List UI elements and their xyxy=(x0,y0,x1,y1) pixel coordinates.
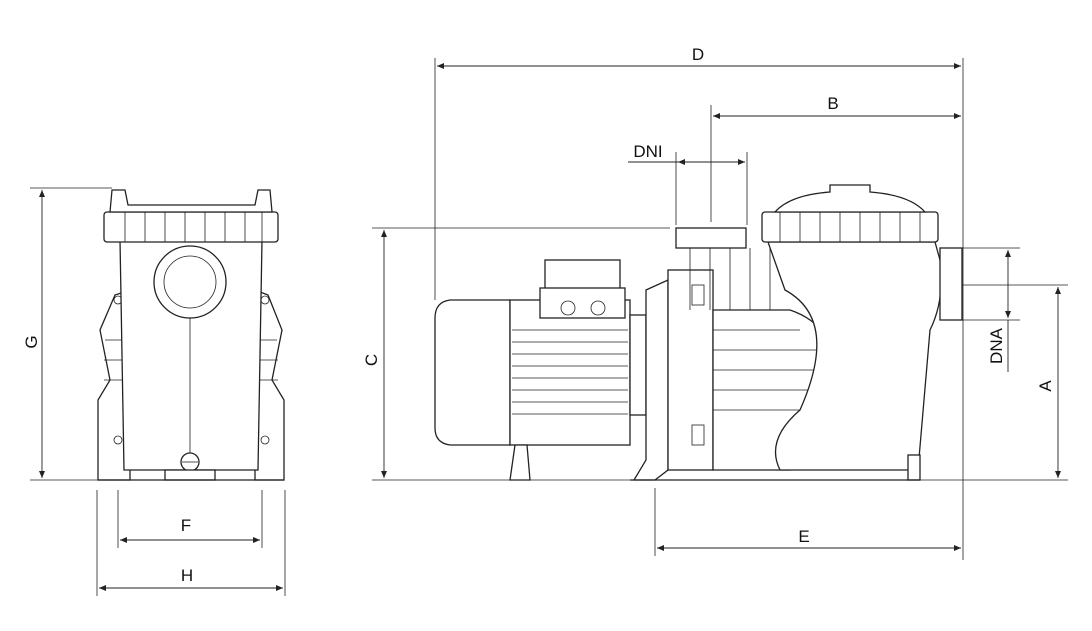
label-dna: DNA xyxy=(987,327,1006,364)
label-dni: DNI xyxy=(633,142,662,161)
dimension-dna: DNA xyxy=(962,247,1020,372)
label-g: G xyxy=(22,335,41,348)
label-e: E xyxy=(798,527,809,546)
dimension-h: H xyxy=(96,490,286,596)
dimension-dni: DNI xyxy=(628,142,748,225)
label-h: H xyxy=(181,566,193,585)
front-view xyxy=(97,189,285,481)
label-b: B xyxy=(827,94,838,113)
dimension-g: G xyxy=(22,187,112,481)
label-d: D xyxy=(692,45,704,64)
label-a: A xyxy=(1036,380,1055,392)
dimension-c: C xyxy=(362,227,670,481)
label-c: C xyxy=(362,354,381,366)
label-f: F xyxy=(181,516,191,535)
side-view xyxy=(434,184,963,481)
dimension-a: A xyxy=(920,284,1068,481)
dimension-f: F xyxy=(117,490,263,548)
dimension-e: E xyxy=(654,488,961,556)
dimension-d: D xyxy=(434,45,964,560)
dimension-b: B xyxy=(710,94,961,222)
